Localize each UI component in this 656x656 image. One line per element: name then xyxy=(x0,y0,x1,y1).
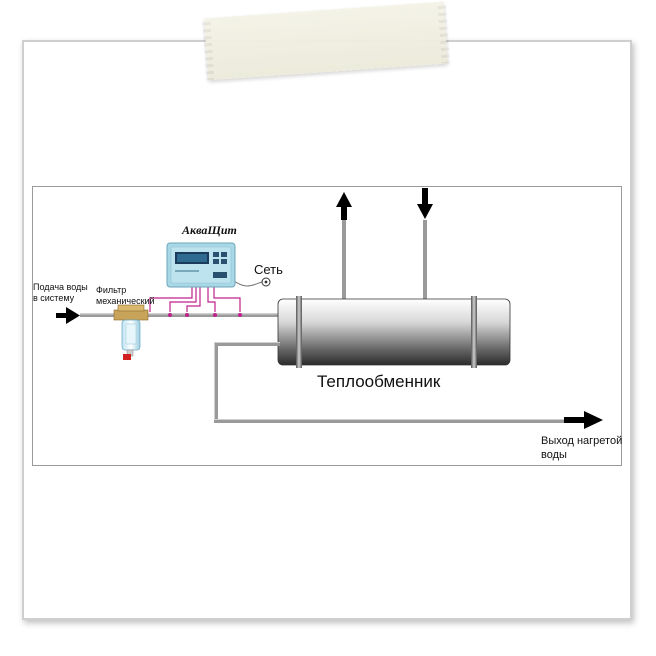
inlet-label-line1: Подача воды xyxy=(33,282,88,292)
outlet-label: Выход нагретой воды xyxy=(541,434,622,462)
heat-exchanger-tank xyxy=(277,296,511,368)
return-inlet-down-arrow xyxy=(417,188,433,219)
akvashchit-controller xyxy=(166,242,236,288)
power-cable xyxy=(229,277,271,287)
hot-outlet-up-arrow xyxy=(336,192,352,220)
outlet-pipe xyxy=(214,342,566,423)
device-brand-label: АкваЩит xyxy=(182,223,237,237)
control-wires xyxy=(149,286,241,312)
inlet-pipe xyxy=(80,313,280,317)
heat-exchanger-label: Теплообменник xyxy=(317,372,441,391)
outlet-label-line1: Выход нагретой xyxy=(541,435,623,447)
filter-label-line1: Фильтр xyxy=(96,285,127,295)
inlet-arrow xyxy=(56,307,80,324)
inlet-label: Подача воды в систему xyxy=(33,282,88,304)
outlet-arrow xyxy=(564,411,603,429)
filter-label: Фильтр механический xyxy=(96,285,155,307)
exchanger-pipes xyxy=(342,220,427,302)
pipe-sensors xyxy=(168,313,242,317)
mechanical-filter xyxy=(113,304,149,360)
outlet-label-line2: воды xyxy=(541,449,567,461)
network-label: Сеть xyxy=(254,262,283,277)
inlet-label-line2: в систему xyxy=(33,293,75,303)
filter-label-line2: механический xyxy=(96,296,155,306)
